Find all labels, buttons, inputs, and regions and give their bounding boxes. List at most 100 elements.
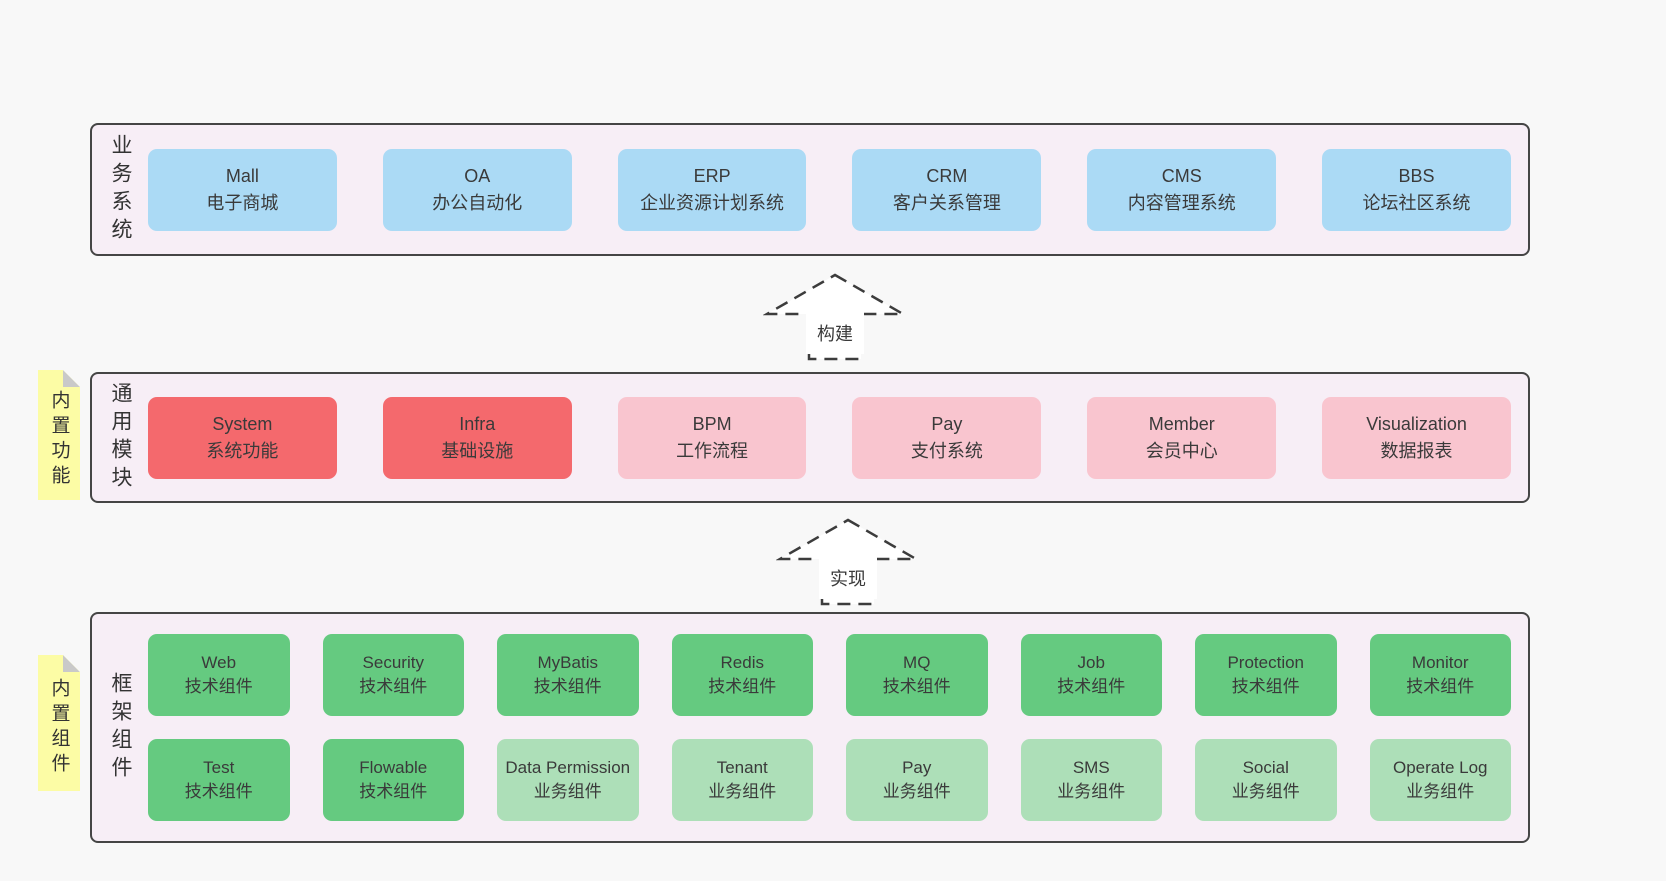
box-desc: 技术组件 <box>1406 677 1475 696</box>
box-name: System <box>212 413 273 434</box>
arrow-implement-label: 实现 <box>819 557 877 599</box>
note-text: 内置组件 <box>48 678 70 778</box>
box-sms: SMS 业务组件 <box>1020 739 1162 821</box>
box-desc: 技术组件 <box>184 677 253 696</box>
box-desc: 技术组件 <box>1057 677 1126 696</box>
box-system: System 系统功能 <box>148 396 337 479</box>
layer-label-modules: 通用模块 <box>109 381 132 494</box>
box-desc: 数据报表 <box>1380 440 1453 461</box>
arrow-build-label: 构建 <box>806 312 864 354</box>
box-bbs: BBS 论坛社区系统 <box>1322 148 1511 231</box>
box-pay-module: Pay 支付系统 <box>852 396 1042 479</box>
box-name: Redis <box>720 653 764 672</box>
note-text: 内置功能 <box>48 390 70 490</box>
box-desc: 技术组件 <box>359 782 428 801</box>
modules-row: System 系统功能 Infra 基础设施 BPM 工作流程 Pay 支付系统… <box>92 374 1528 501</box>
box-security: Security 技术组件 <box>322 634 464 716</box>
box-name: Test <box>203 758 235 777</box>
box-desc: 客户关系管理 <box>892 192 1001 213</box>
box-tenant: Tenant 业务组件 <box>671 739 813 821</box>
box-test: Test 技术组件 <box>148 739 290 821</box>
box-name: Security <box>362 653 424 672</box>
box-visualization: Visualization 数据报表 <box>1322 396 1511 479</box>
box-desc: 技术组件 <box>359 677 428 696</box>
box-name: OA <box>464 165 491 186</box>
box-desc: 电子商城 <box>206 192 279 213</box>
box-name: Infra <box>459 413 496 434</box>
box-name: Pay <box>902 758 932 777</box>
box-member: Member 会员中心 <box>1087 396 1277 479</box>
box-desc: 业务组件 <box>708 782 777 801</box>
box-desc: 技术组件 <box>533 677 602 696</box>
box-oa: OA 办公自动化 <box>382 148 572 231</box>
box-name: Social <box>1242 758 1289 777</box>
box-monitor: Monitor 技术组件 <box>1369 634 1511 716</box>
components-row-2: Test 技术组件 Flowable 技术组件 Data Permission … <box>148 739 1511 821</box>
box-operate-log: Operate Log 业务组件 <box>1369 739 1511 821</box>
box-desc: 系统功能 <box>206 440 279 461</box>
box-mall: Mall 电子商城 <box>148 148 337 231</box>
box-desc: 办公自动化 <box>432 192 523 213</box>
box-name: MyBatis <box>537 653 598 672</box>
layer-business-systems: 业务系统 Mall 电子商城 OA 办公自动化 ERP 企业资源计划系统 CRM… <box>90 123 1530 256</box>
box-name: Monitor <box>1411 653 1469 672</box>
box-desc: 企业资源计划系统 <box>640 192 785 213</box>
box-cms: CMS 内容管理系统 <box>1087 148 1277 231</box>
box-pay-component: Pay 业务组件 <box>846 739 988 821</box>
layer-label-business: 业务系统 <box>109 133 132 246</box>
box-job: Job 技术组件 <box>1020 634 1162 716</box>
box-name: CMS <box>1161 165 1202 186</box>
box-erp: ERP 企业资源计划系统 <box>617 148 807 231</box>
layer-label-components: 框架组件 <box>109 671 132 784</box>
box-desc: 会员中心 <box>1145 440 1218 461</box>
layer-common-modules: 通用模块 System 系统功能 Infra 基础设施 BPM 工作流程 Pay… <box>90 372 1530 503</box>
box-protection: Protection 技术组件 <box>1195 634 1337 716</box>
components-row-1: Web 技术组件 Security 技术组件 MyBatis 技术组件 Redi… <box>148 634 1511 716</box>
box-name: Web <box>201 653 237 672</box>
box-desc: 业务组件 <box>882 782 951 801</box>
layer-framework-components: 框架组件 Web 技术组件 Security 技术组件 MyBatis 技术组件… <box>90 612 1530 843</box>
box-desc: 业务组件 <box>533 782 602 801</box>
box-desc: 技术组件 <box>882 677 951 696</box>
box-name: Protection <box>1227 653 1305 672</box>
box-desc: 技术组件 <box>1231 677 1300 696</box>
box-name: BPM <box>692 413 732 434</box>
box-web: Web 技术组件 <box>148 634 290 716</box>
box-desc: 技术组件 <box>708 677 777 696</box>
box-redis: Redis 技术组件 <box>671 634 813 716</box>
box-name: Visualization <box>1366 413 1467 434</box>
box-name: Operate Log <box>1392 758 1488 777</box>
box-name: Data Permission <box>505 758 631 777</box>
box-social: Social 业务组件 <box>1195 739 1337 821</box>
components-rows: Web 技术组件 Security 技术组件 MyBatis 技术组件 Redi… <box>92 614 1528 841</box>
box-flowable: Flowable 技术组件 <box>322 739 464 821</box>
box-name: Mall <box>225 165 259 186</box>
box-name: Job <box>1077 653 1105 672</box>
box-name: BBS <box>1398 165 1435 186</box>
box-mybatis: MyBatis 技术组件 <box>497 634 639 716</box>
box-mq: MQ 技术组件 <box>846 634 988 716</box>
box-desc: 工作流程 <box>676 440 749 461</box>
box-name: Pay <box>931 413 963 434</box>
box-data-permission: Data Permission 业务组件 <box>497 739 639 821</box>
box-desc: 业务组件 <box>1231 782 1300 801</box>
box-crm: CRM 客户关系管理 <box>852 148 1042 231</box>
box-desc: 业务组件 <box>1057 782 1126 801</box>
sticky-note-builtin-components: 内置组件 <box>38 655 80 791</box>
box-desc: 技术组件 <box>184 782 253 801</box>
box-desc: 内容管理系统 <box>1127 192 1236 213</box>
box-name: ERP <box>693 165 731 186</box>
box-infra: Infra 基础设施 <box>382 396 572 479</box>
sticky-note-builtin-features: 内置功能 <box>38 370 80 500</box>
box-name: Member <box>1148 413 1215 434</box>
box-desc: 业务组件 <box>1406 782 1475 801</box>
box-name: Tenant <box>716 758 768 777</box>
box-desc: 支付系统 <box>910 440 983 461</box>
box-name: SMS <box>1072 758 1110 777</box>
business-row: Mall 电子商城 OA 办公自动化 ERP 企业资源计划系统 CRM 客户关系… <box>92 125 1528 254</box>
box-bpm: BPM 工作流程 <box>617 396 807 479</box>
box-name: CRM <box>926 165 968 186</box>
arrow-build: 构建 <box>763 272 907 362</box>
box-desc: 基础设施 <box>441 440 514 461</box>
